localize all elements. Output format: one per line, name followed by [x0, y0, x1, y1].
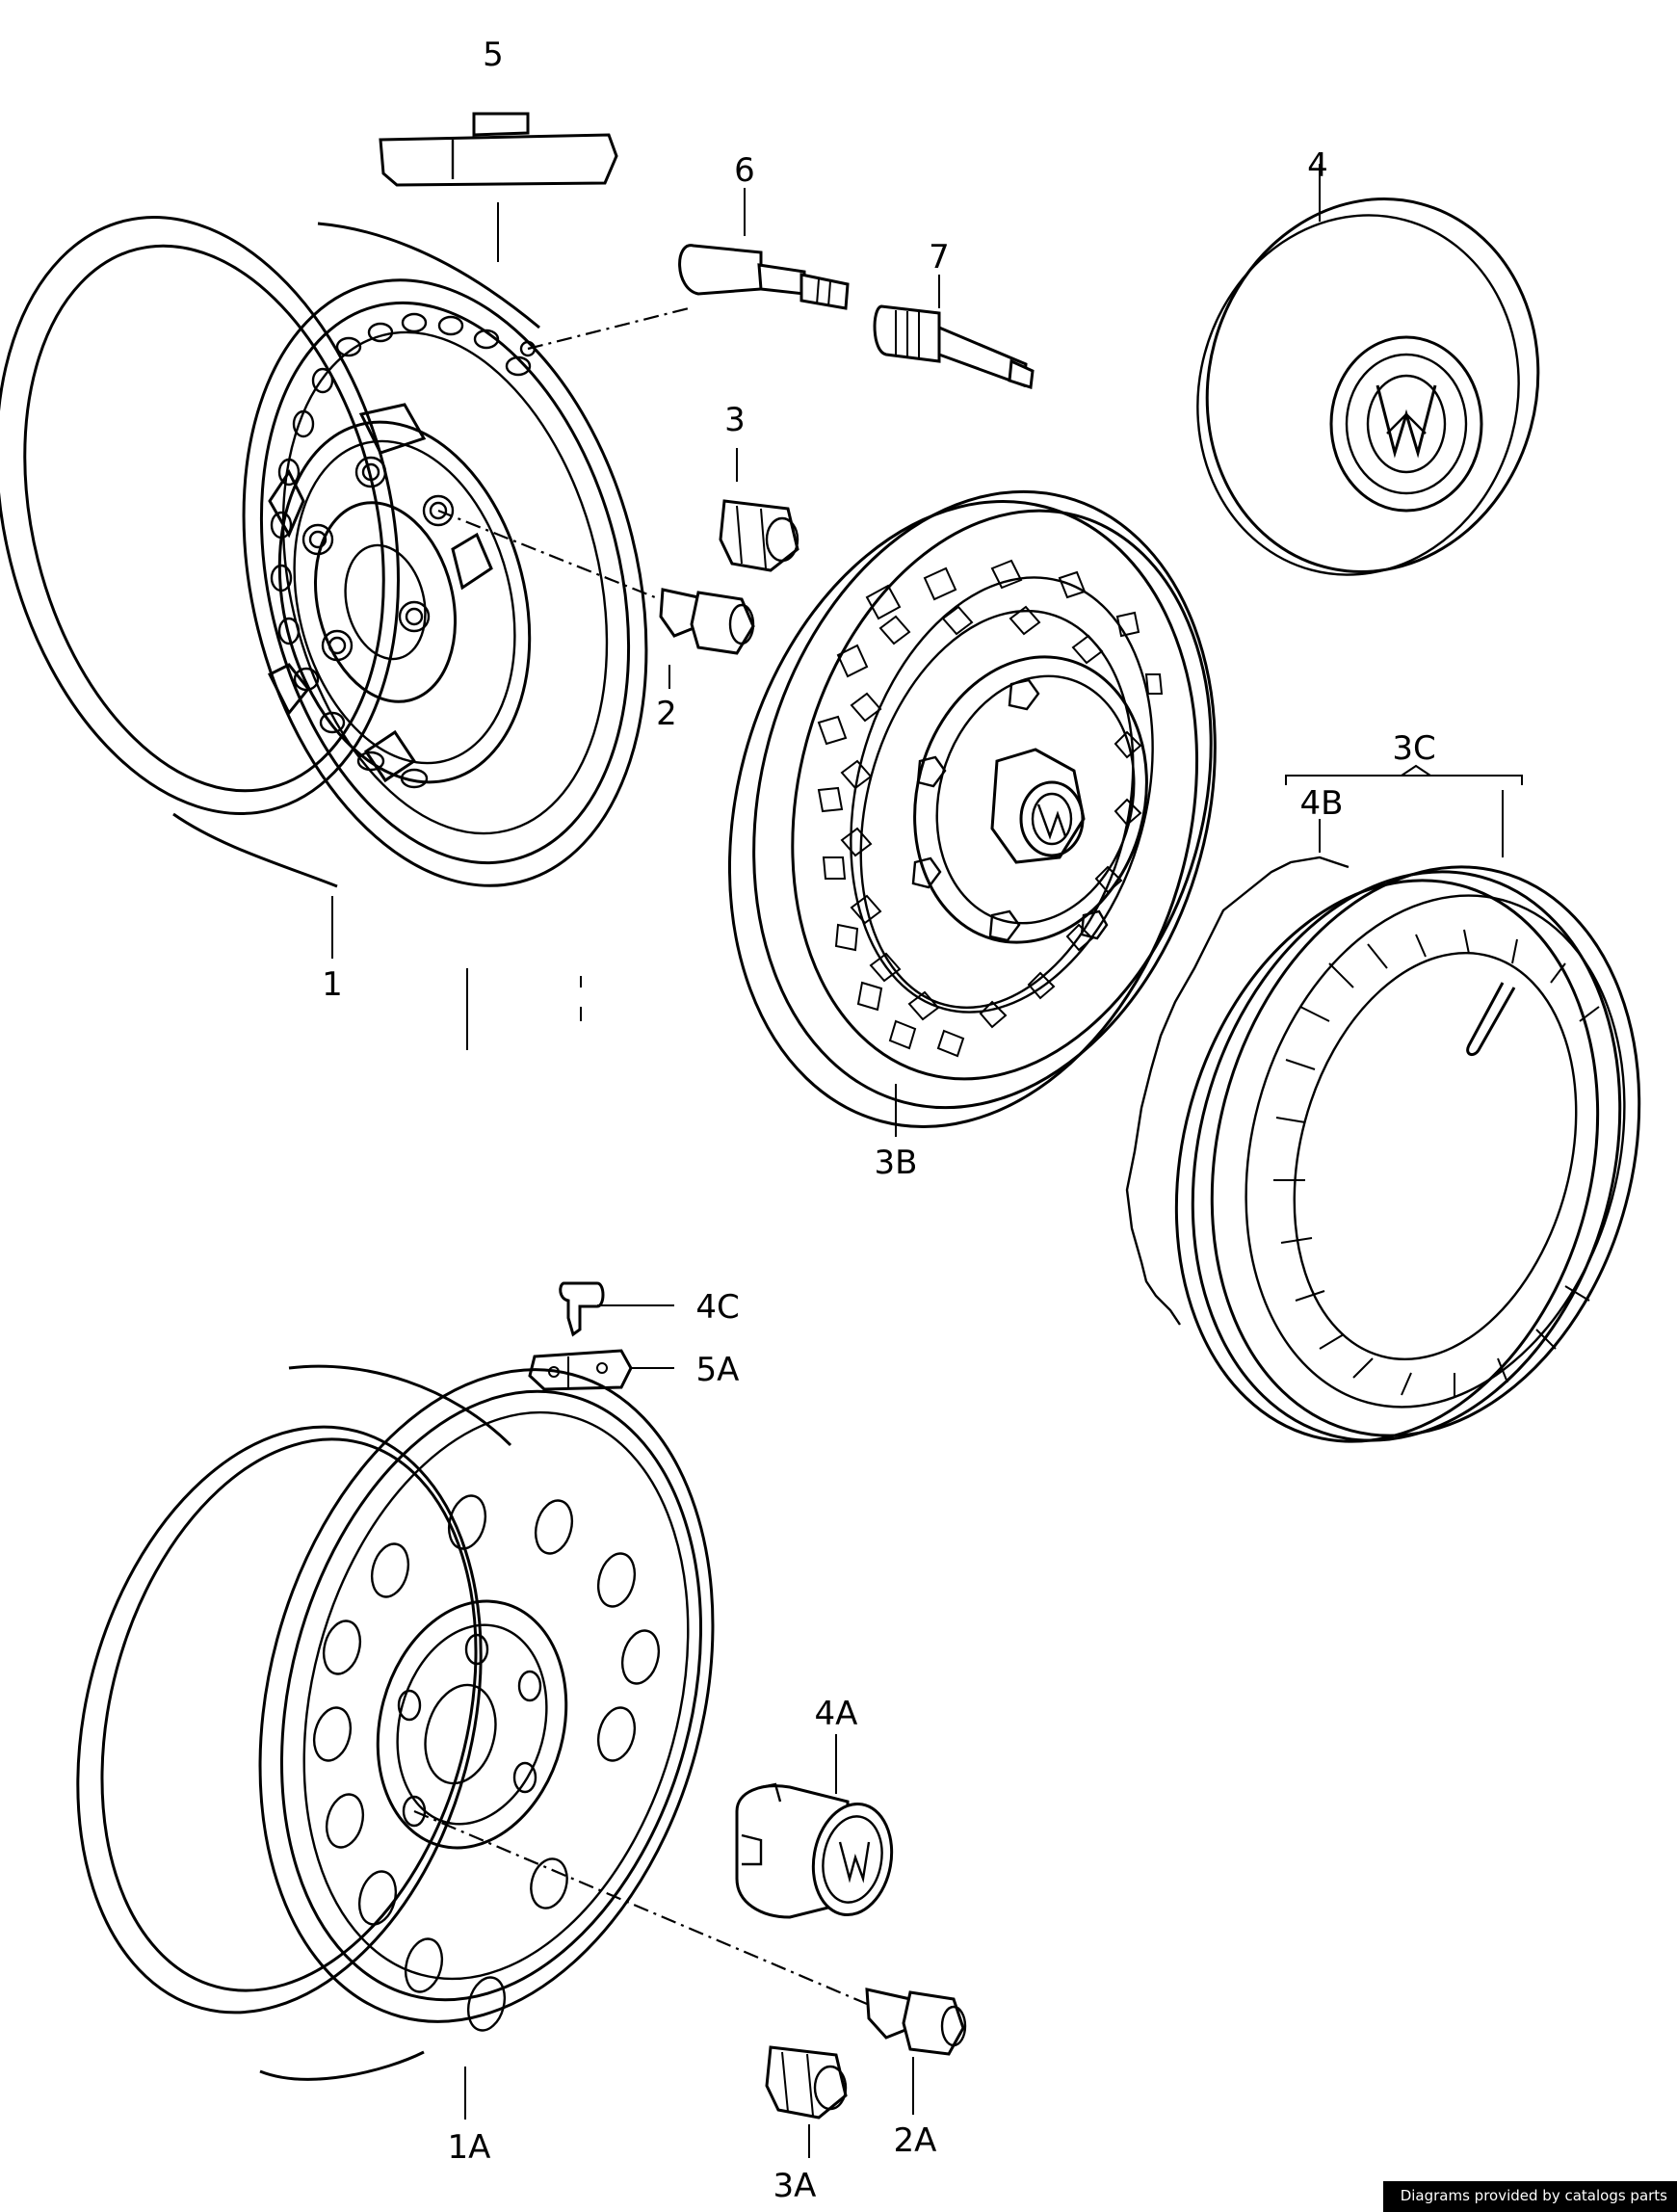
wheel-bolt-2	[659, 588, 755, 655]
bolt-position-line-a	[413, 1809, 868, 2006]
label-part-3c: 3C	[1392, 729, 1435, 768]
valve-stem-7	[873, 304, 1035, 389]
label-part-5: 5	[483, 36, 504, 74]
center-cap-4a	[735, 1782, 894, 1919]
label-part-2: 2	[656, 695, 677, 733]
clip-4c	[559, 1281, 674, 1337]
lug-nut-3	[719, 499, 799, 572]
label-part-4c: 4C	[695, 1288, 739, 1327]
label-part-1: 1	[322, 965, 343, 1004]
hub-cap-4	[1196, 198, 1540, 576]
alloy-wheel-1a	[76, 1364, 715, 2081]
label-part-6: 6	[734, 151, 755, 190]
wheel-bolt-2a	[865, 1988, 967, 2056]
wheel-cover-3b	[727, 489, 1217, 1129]
steel-wheel-1	[0, 216, 648, 888]
label-part-7: 7	[929, 238, 950, 276]
label-part-3: 3	[724, 401, 746, 439]
label-part-5a: 5A	[696, 1351, 740, 1389]
label-part-3a: 3A	[773, 2167, 817, 2205]
label-part-2a: 2A	[894, 2121, 937, 2160]
valve-position-line	[527, 306, 690, 351]
lug-nut-3a	[765, 2045, 848, 2120]
label-part-4a: 4A	[815, 1695, 858, 1733]
balance-weight-5	[379, 112, 618, 187]
credit-banner: Diagrams provided by catalogs parts	[1382, 2181, 1677, 2212]
label-part-4b: 4B	[1300, 784, 1344, 823]
balance-weight-5a	[528, 1349, 674, 1391]
label-part-3b: 3B	[875, 1144, 918, 1182]
wheel-trim-3c	[1125, 764, 1641, 1443]
label-part-4: 4	[1307, 146, 1328, 185]
tire-valve-6	[678, 244, 850, 310]
bolt-position-line	[437, 509, 656, 599]
label-part-1a: 1A	[448, 2128, 491, 2167]
